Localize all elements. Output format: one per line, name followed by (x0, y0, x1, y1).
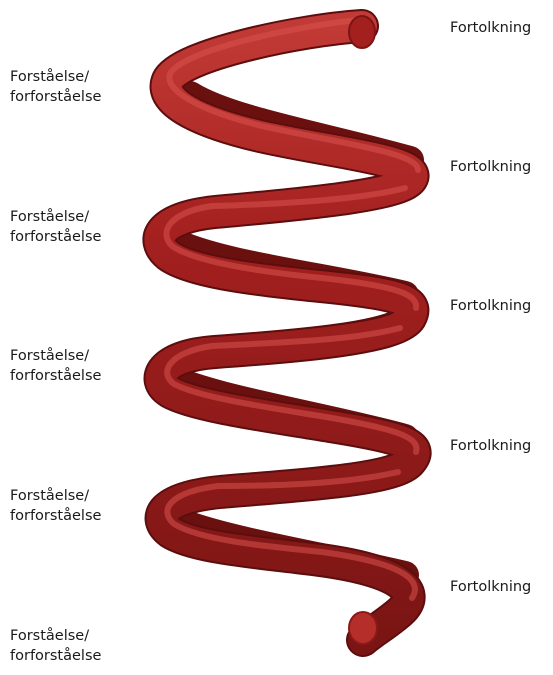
label-forstaelse-1-line1: Forståelse/ (10, 67, 101, 87)
label-forstaelse-4-line2: forforståelse (10, 506, 101, 526)
label-forstaelse-4: Forståelse/ forforståelse (10, 486, 101, 526)
label-fortolkning-4: Fortolkning (450, 436, 531, 456)
label-forstaelse-3-line1: Forståelse/ (10, 346, 101, 366)
label-fortolkning-2: Fortolkning (450, 157, 531, 177)
label-forstaelse-1: Forståelse/ forforståelse (10, 67, 101, 107)
label-fortolkning-3: Fortolkning (450, 296, 531, 316)
label-forstaelse-3-line2: forforståelse (10, 366, 101, 386)
label-fortolkning-5: Fortolkning (450, 577, 531, 597)
label-forstaelse-4-line1: Forståelse/ (10, 486, 101, 506)
label-forstaelse-5: Forståelse/ forforståelse (10, 626, 101, 666)
label-forstaelse-2: Forståelse/ forforståelse (10, 207, 101, 247)
label-forstaelse-1-line2: forforståelse (10, 87, 101, 107)
label-fortolkning-1: Fortolkning (450, 18, 531, 38)
label-forstaelse-2-line2: forforståelse (10, 227, 101, 247)
label-forstaelse-5-line2: forforståelse (10, 646, 101, 666)
label-forstaelse-3: Forståelse/ forforståelse (10, 346, 101, 386)
label-forstaelse-2-line1: Forståelse/ (10, 207, 101, 227)
spiral-bottom-end (349, 612, 377, 644)
spiral-top-end (349, 16, 375, 48)
label-forstaelse-5-line1: Forståelse/ (10, 626, 101, 646)
